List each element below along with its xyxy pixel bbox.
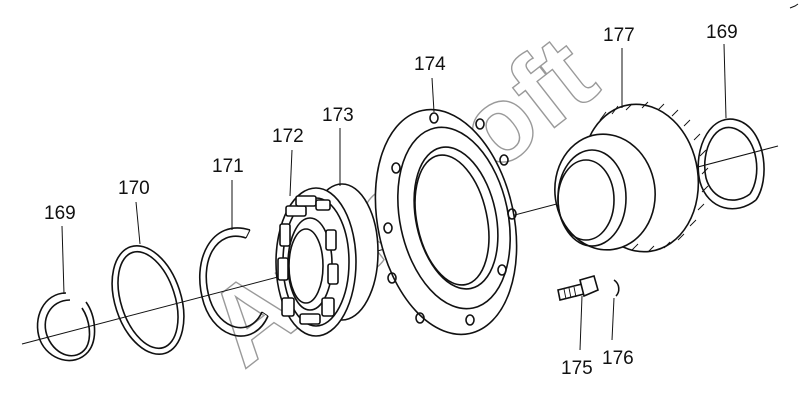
part-174-flange <box>374 108 518 336</box>
corner-mark <box>789 3 799 9</box>
part-177-gear <box>554 101 709 253</box>
callout-171: 171 <box>212 156 244 177</box>
flange-bolt-holes <box>383 112 517 326</box>
callout-177: 177 <box>603 25 635 46</box>
part-171-snap-ring <box>199 227 269 337</box>
callout-169-left: 169 <box>44 203 76 224</box>
leader-lines <box>61 43 727 351</box>
part-175-bolt <box>557 275 599 301</box>
callout-173: 173 <box>322 105 354 126</box>
callout-174: 174 <box>414 54 446 75</box>
part-169-snap-ring-left <box>36 292 96 362</box>
callout-176: 176 <box>602 348 634 369</box>
callout-labels: 169 170 171 172 173 174 175 176 177 169 <box>44 22 738 379</box>
callout-170: 170 <box>118 178 150 199</box>
part-169-snap-ring-right <box>697 118 765 210</box>
part-176-pin <box>613 279 620 297</box>
bearing-rollers <box>277 195 339 325</box>
part-172-173-bearing <box>275 183 379 337</box>
gear-teeth <box>599 101 709 253</box>
callout-169-right: 169 <box>706 22 738 43</box>
part-170-ring <box>111 244 185 356</box>
callout-175: 175 <box>561 358 593 379</box>
callout-172: 172 <box>272 126 304 147</box>
